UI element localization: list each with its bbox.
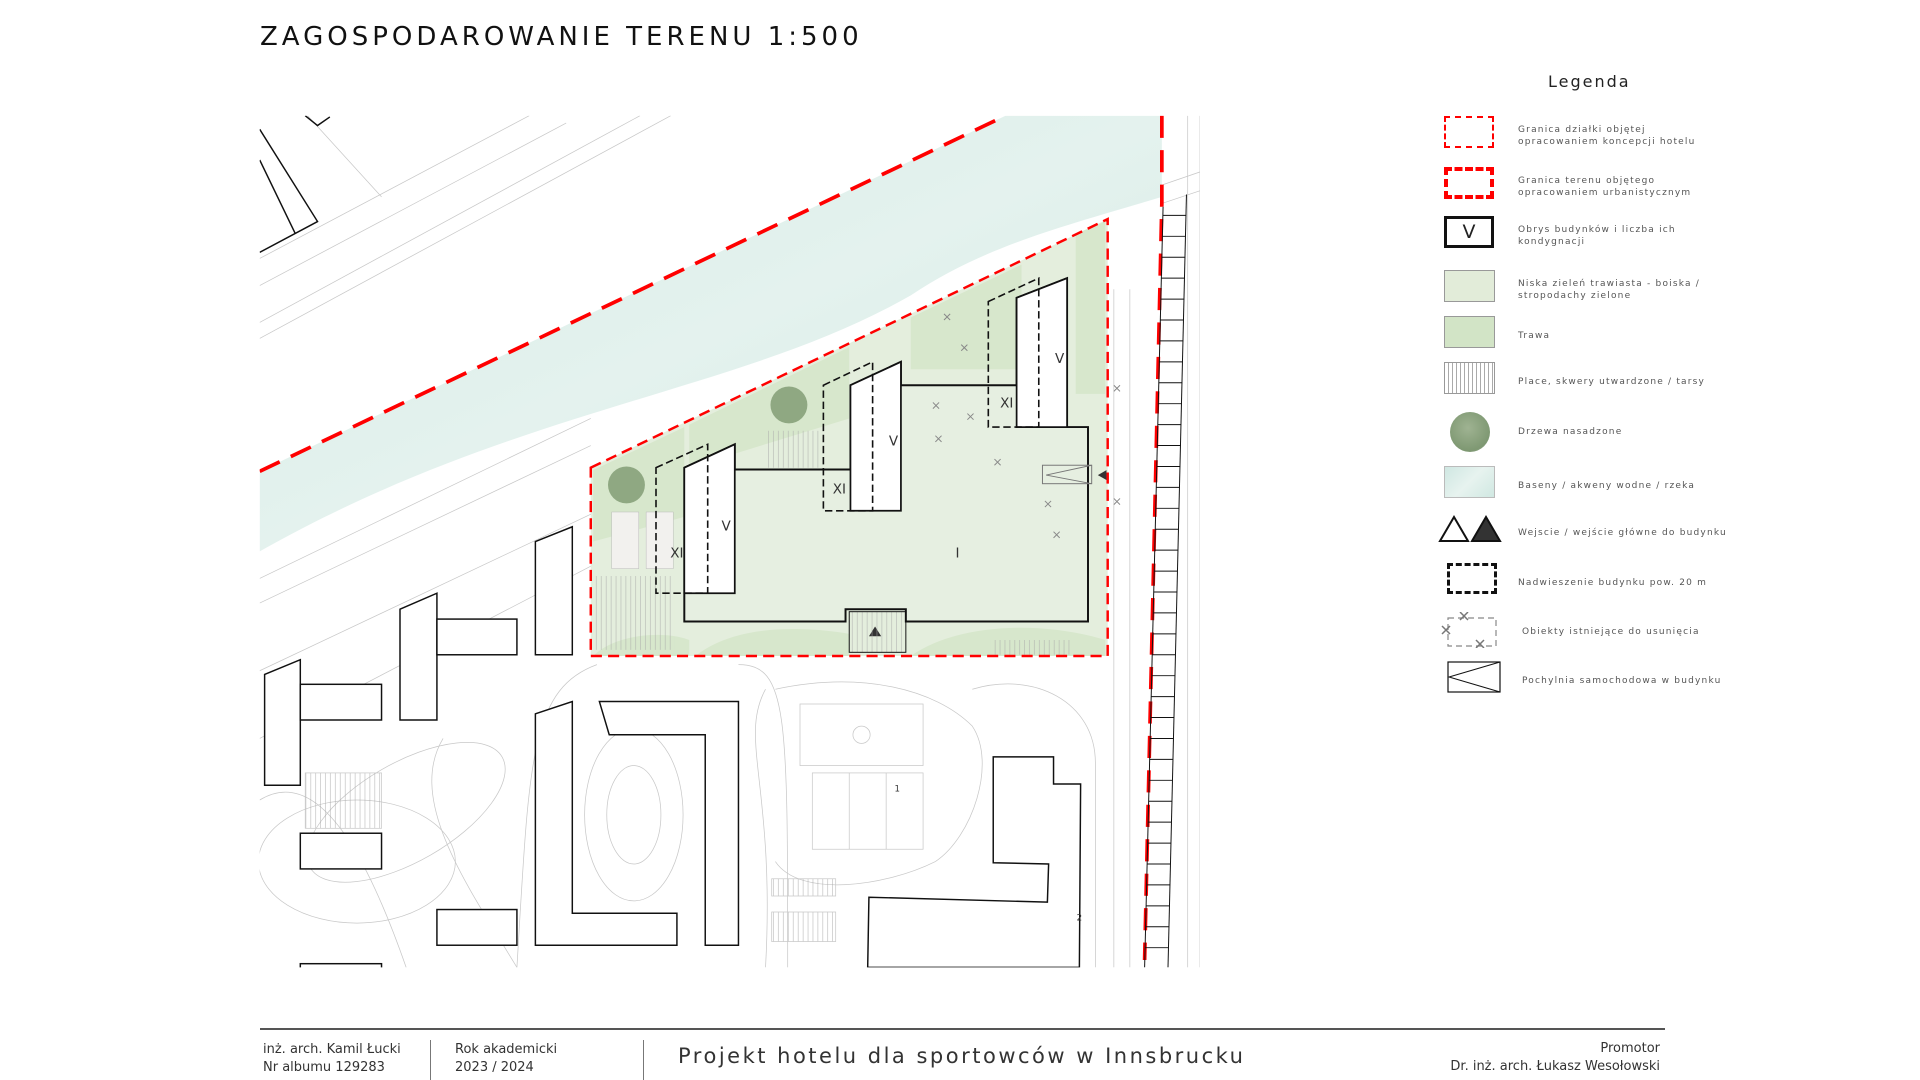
floor-label: V bbox=[889, 434, 899, 450]
year-block: Rok akademicki 2023 / 2024 bbox=[455, 1041, 557, 1077]
parking-row bbox=[1144, 194, 1187, 968]
legend-item: Obiekty istniejące do usunięcia bbox=[1441, 612, 1744, 652]
tree-icon bbox=[1450, 412, 1490, 452]
legend-item: Wejscie / wejście główne do budynku bbox=[1438, 513, 1744, 553]
removal-marks bbox=[932, 313, 1121, 539]
car-ramp-icon bbox=[1447, 661, 1501, 693]
footer-divider bbox=[260, 1028, 1665, 1030]
site-number: 2 bbox=[1077, 914, 1082, 924]
legend-item: Pochylnia samochodowa w budynku bbox=[1444, 661, 1744, 701]
floor-label: XI bbox=[670, 546, 683, 562]
overhang-outline bbox=[987, 276, 1040, 428]
promotor-name: Dr. inż. arch. Łukasz Wesołowski bbox=[1450, 1059, 1660, 1074]
promotor-label: Promotor bbox=[1600, 1041, 1660, 1056]
tree-icon bbox=[770, 386, 808, 424]
promotor-block: Promotor Dr. inż. arch. Łukasz Wesołowsk… bbox=[1450, 1040, 1660, 1076]
paved-area bbox=[594, 576, 675, 650]
floor-label: V bbox=[722, 518, 732, 534]
album-number: Nr albumu 129283 bbox=[263, 1060, 385, 1075]
red-dashed-thick-icon bbox=[1444, 167, 1494, 199]
site-number: 1 bbox=[894, 784, 899, 794]
existing-buildings bbox=[259, 115, 1082, 968]
overhang-outline bbox=[655, 443, 709, 595]
project-title: Projekt hotelu dla sportowców w Innsbruc… bbox=[678, 1044, 1246, 1068]
entry-icon bbox=[1097, 470, 1107, 480]
legend-item: Nadwieszenie budynku pow. 20 m bbox=[1444, 563, 1744, 603]
urban-boundary bbox=[1142, 115, 1164, 961]
hatched-paving-icon bbox=[1444, 362, 1495, 394]
year-label: Rok akademicki bbox=[455, 1042, 558, 1057]
legend-title: Legenda bbox=[1548, 72, 1631, 91]
hotel-building bbox=[655, 276, 1107, 653]
legend-item: Drzewa nasadzone bbox=[1444, 412, 1744, 452]
floor-label: V bbox=[1055, 351, 1065, 367]
floor-label: XI bbox=[1000, 395, 1013, 411]
building-outline-icon: V bbox=[1444, 216, 1494, 248]
overhang-outline bbox=[822, 360, 874, 512]
academic-year: 2023 / 2024 bbox=[455, 1060, 534, 1075]
page-title: ZAGOSPODAROWANIE TERENU 1:500 bbox=[260, 22, 863, 52]
legend-item: Granica terenu objętego opracowaniem urb… bbox=[1444, 167, 1744, 207]
legend-item: Baseny / akweny wodne / rzeka bbox=[1444, 466, 1744, 506]
paved-area bbox=[768, 430, 823, 468]
legend-item: Granica działki objętej opracowaniem kon… bbox=[1444, 116, 1744, 156]
paved-area bbox=[990, 640, 1071, 655]
entry-triangles-icon bbox=[1438, 515, 1502, 542]
legend-item: Niska zieleń trawiasta - boiska / stropo… bbox=[1444, 270, 1744, 310]
legend-item: Place, skwery utwardzone / tarsy bbox=[1444, 362, 1744, 402]
footer-separator bbox=[430, 1040, 431, 1080]
author-name: inż. arch. Kamil Łucki bbox=[263, 1042, 401, 1057]
author-block: inż. arch. Kamil Łucki Nr albumu 129283 bbox=[263, 1041, 401, 1077]
floor-label: I bbox=[956, 546, 960, 562]
car-ramp-icon bbox=[1041, 464, 1093, 485]
red-dashed-thin-icon bbox=[1444, 116, 1494, 148]
legend-item: Trawa bbox=[1444, 316, 1744, 356]
removal-dashed-x-icon bbox=[1441, 612, 1497, 648]
legend-item: V Obrys budynków i liczba ich kondygnacj… bbox=[1444, 216, 1744, 256]
tree-icon bbox=[608, 466, 645, 504]
footer-separator bbox=[643, 1040, 644, 1080]
river bbox=[259, 115, 1162, 552]
low-green-icon bbox=[1444, 270, 1495, 302]
black-dashed-icon bbox=[1447, 563, 1497, 594]
water-icon bbox=[1444, 466, 1495, 498]
floor-label: XI bbox=[833, 482, 846, 498]
grass-icon bbox=[1444, 316, 1495, 348]
hotel-site-boundary bbox=[589, 217, 1109, 658]
